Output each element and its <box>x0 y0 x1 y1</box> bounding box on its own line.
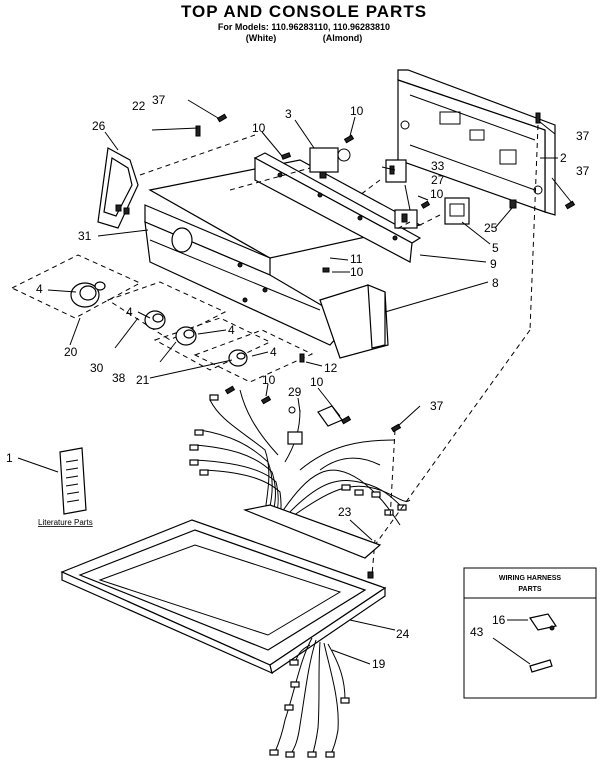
callout-9: 9 <box>490 257 497 271</box>
callout-31: 31 <box>78 229 92 243</box>
callout-26: 26 <box>92 119 106 133</box>
callout-5: 5 <box>492 241 499 255</box>
callout-37b: 37 <box>576 129 590 143</box>
callout-8: 8 <box>492 276 499 290</box>
callout-4d: 4 <box>270 345 277 359</box>
wiring-harness <box>189 389 411 526</box>
temperature-switch <box>444 197 470 225</box>
push-to-start-switch <box>385 159 407 183</box>
callout-43: 43 <box>470 625 484 639</box>
callout-37d: 37 <box>430 399 444 413</box>
callout-37a: 37 <box>152 93 166 107</box>
variant-almond: (Almond) <box>322 33 363 43</box>
rear-console-panel <box>397 69 556 216</box>
callout-10e: 10 <box>262 373 276 387</box>
literature-booklet <box>59 447 87 515</box>
wiring-harness-title: WIRING HARNESS <box>499 575 562 582</box>
callout-21: 21 <box>136 373 150 387</box>
model-numbers: For Models: 110.96283110, 110.96283810 <box>217 22 391 32</box>
knob-group-dashed-outline <box>10 254 314 383</box>
console-end-cover <box>319 284 389 359</box>
callout-leaders <box>17 99 573 665</box>
wiring-harness-subtitle: PARTS <box>518 586 542 593</box>
callout-2: 2 <box>560 151 567 165</box>
callout-4a: 4 <box>36 282 43 296</box>
wiring-harness-parts-box: WIRING HARNESS PARTS <box>463 567 597 699</box>
callout-20: 20 <box>64 345 78 359</box>
control-bracket <box>253 152 422 263</box>
callout-1: 1 <box>6 451 13 465</box>
callout-4c: 4 <box>228 323 235 337</box>
callout-29: 29 <box>288 385 302 399</box>
console-end-cap <box>97 147 139 229</box>
callout-38: 38 <box>112 371 126 385</box>
selector-switch <box>394 209 418 229</box>
callout-3: 3 <box>285 107 292 121</box>
color-variants: (White) (Almond) <box>0 33 608 44</box>
selector-knob <box>144 310 166 330</box>
callout-10b: 10 <box>350 104 364 118</box>
leader-and-hidden-lines <box>139 124 539 576</box>
timer <box>309 147 351 179</box>
diagram-header: TOP AND CONSOLE PARTS For Models: 110.96… <box>0 2 608 44</box>
callout-10c: 10 <box>430 187 444 201</box>
top-wiring <box>269 637 350 758</box>
variant-white: (White) <box>245 33 277 43</box>
console-body <box>144 159 422 346</box>
dryer-top <box>60 504 387 675</box>
callout-33: 33 <box>431 159 445 173</box>
callout-10d: 10 <box>350 265 364 279</box>
callout-24: 24 <box>396 627 410 641</box>
start-knob <box>228 349 248 367</box>
callout-12: 12 <box>324 361 338 375</box>
callout-19: 19 <box>372 657 386 671</box>
callout-4b: 4 <box>126 305 133 319</box>
callout-22: 22 <box>132 99 146 113</box>
diagram-title: TOP AND CONSOLE PARTS <box>180 2 428 21</box>
callout-16: 16 <box>492 613 506 627</box>
callout-27: 27 <box>431 173 445 187</box>
temperature-knob <box>175 326 197 346</box>
timer-knob <box>70 281 106 308</box>
callout-25: 25 <box>484 221 498 235</box>
callout-10a: 10 <box>252 121 266 135</box>
callout-37c: 37 <box>576 164 590 178</box>
callout-23: 23 <box>338 505 352 519</box>
literature-parts-label: Literature Parts <box>38 518 93 527</box>
callout-30: 30 <box>90 361 104 375</box>
callout-11: 11 <box>350 252 363 266</box>
callout-10f: 10 <box>310 375 324 389</box>
callout-numbers: 1 2 3 4 4 4 4 5 8 9 10 10 10 10 10 10 11… <box>6 93 590 671</box>
